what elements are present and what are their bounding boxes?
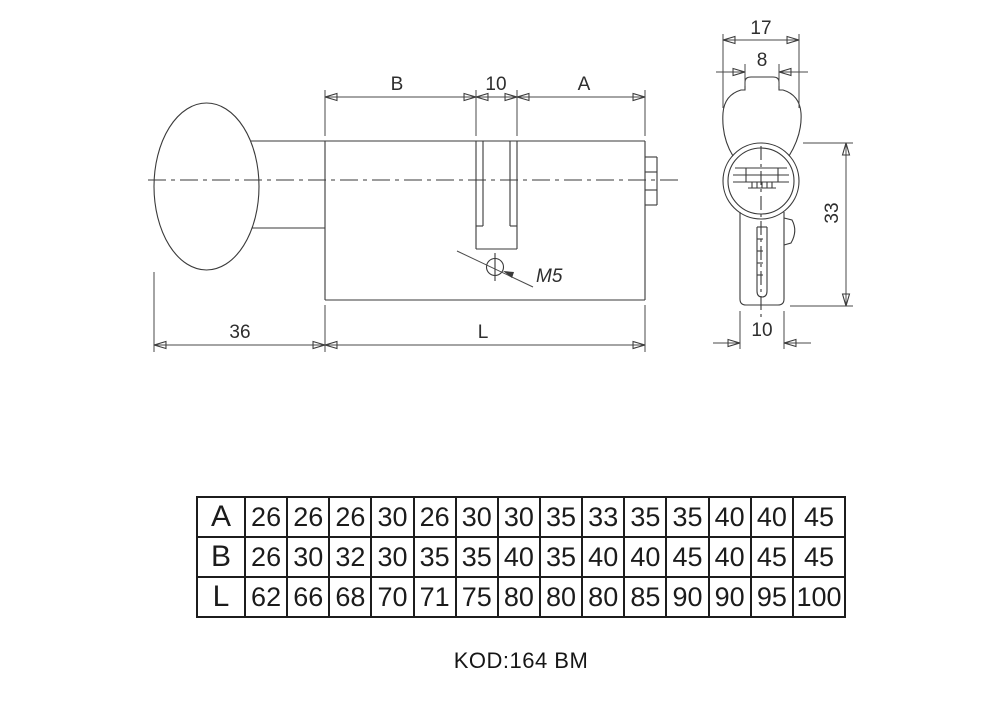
size-cell: 26	[243, 496, 289, 538]
row-label: L	[196, 576, 246, 618]
size-cell: 40	[623, 536, 668, 578]
size-cell: 70	[370, 576, 415, 618]
dimension-label-l: L	[478, 322, 489, 343]
size-cell: 30	[454, 496, 499, 538]
dimension-label-b: B	[391, 74, 404, 95]
product-code: KOD:164 BM	[453, 648, 589, 673]
knob-end-outline	[722, 76, 802, 157]
m5-screw-hole	[456, 250, 534, 288]
size-cell: 32	[328, 536, 373, 578]
dimension-label-10: 10	[485, 74, 506, 95]
size-cell: 26	[412, 496, 457, 538]
size-cell: 30	[370, 536, 415, 578]
thread-label: M5	[536, 266, 563, 287]
cam-slot	[475, 141, 518, 250]
cam-tab	[645, 156, 658, 206]
side-view: M5 B 10 A 36 L	[148, 74, 680, 352]
size-cell: 85	[623, 576, 668, 618]
profile-body-outline	[739, 212, 785, 306]
size-cell: 80	[581, 576, 626, 618]
keyway	[756, 226, 768, 298]
size-cell: 40	[707, 496, 752, 538]
size-cell: 35	[623, 496, 668, 538]
size-cell: 45	[665, 536, 710, 578]
size-cell: 26	[286, 496, 331, 538]
size-cell: 33	[581, 496, 626, 538]
size-cell: 35	[538, 536, 584, 578]
size-cell: 40	[581, 536, 626, 578]
size-cell: 35	[412, 536, 457, 578]
size-cell: 62	[243, 576, 289, 618]
dim-17	[722, 34, 800, 108]
cylinder-body-outline	[324, 140, 646, 301]
dim-8	[716, 64, 808, 86]
side-cam-tab	[783, 217, 796, 246]
size-cell: 45	[792, 496, 846, 538]
size-cell: 40	[707, 536, 752, 578]
size-cell: 90	[707, 576, 752, 618]
size-cell: 45	[749, 536, 795, 578]
row-label: A	[196, 496, 246, 538]
size-cell: 71	[412, 576, 457, 618]
size-cell: 80	[538, 576, 584, 618]
size-cell: 45	[792, 536, 846, 578]
dimension-label-8: 8	[757, 50, 768, 71]
size-cell: 66	[286, 576, 331, 618]
size-cell: 26	[243, 536, 289, 578]
knob-outline	[153, 102, 325, 271]
size-cell: 80	[496, 576, 541, 618]
size-cell: 30	[370, 496, 415, 538]
end-view: 17 8 33 10	[713, 18, 853, 349]
size-cell: 35	[538, 496, 584, 538]
size-cell: 40	[749, 496, 795, 538]
size-cell: 68	[328, 576, 373, 618]
size-cell: 95	[749, 576, 795, 618]
bottom-dimensions	[153, 272, 646, 352]
size-cell: 26	[328, 496, 373, 538]
dimension-label-36: 36	[229, 322, 250, 343]
size-cell: 40	[496, 536, 541, 578]
size-cell: 75	[454, 576, 499, 618]
size-cell: 100	[792, 576, 846, 618]
size-cell: 30	[496, 496, 541, 538]
size-cell: 90	[665, 576, 710, 618]
dimension-label-a: A	[578, 74, 591, 95]
dimension-label-10-end: 10	[751, 320, 772, 341]
size-cell: 30	[286, 536, 331, 578]
dim-33	[790, 142, 853, 307]
dimension-label-17: 17	[750, 18, 771, 39]
size-cell: 35	[665, 496, 710, 538]
size-cell: 35	[454, 536, 499, 578]
dim-10-end	[713, 311, 811, 349]
top-dimensions	[324, 90, 646, 136]
row-label: B	[196, 536, 246, 578]
dimension-label-33: 33	[822, 202, 843, 223]
